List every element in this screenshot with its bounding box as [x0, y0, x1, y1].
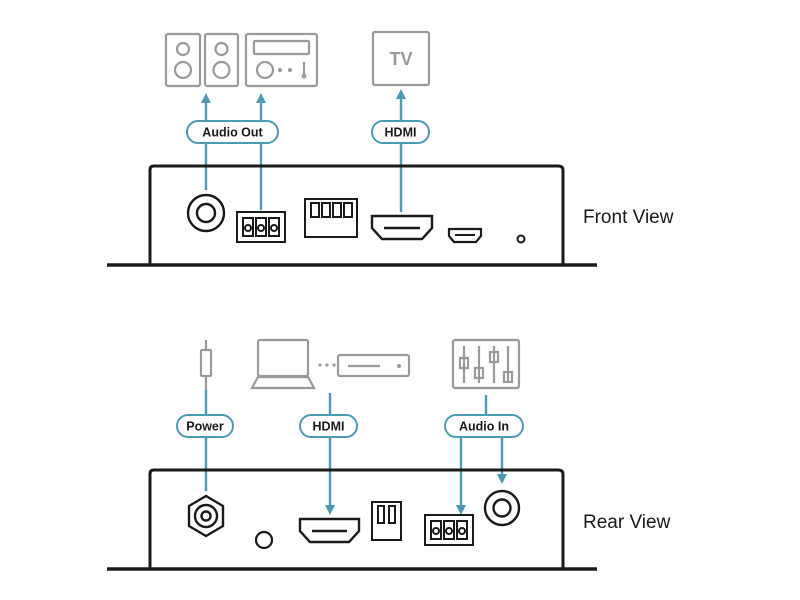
- svg-text:Power: Power: [186, 420, 224, 434]
- audio-in-label: Audio In: [444, 414, 524, 438]
- rear-view-title: Rear View: [583, 512, 671, 533]
- media-player-icon: [336, 353, 411, 378]
- tv-label: TV: [389, 49, 412, 69]
- svg-text:HDMI: HDMI: [385, 126, 417, 140]
- rear-terminal-block-port: [424, 514, 474, 546]
- front-led-indicator: [516, 234, 526, 244]
- front-connection-lines: [200, 88, 407, 212]
- rear-dip-switch: [371, 501, 402, 541]
- rear-device-box: [107, 468, 597, 571]
- front-terminal-block-port: [236, 211, 286, 243]
- audio-out-label: Audio Out: [186, 120, 279, 144]
- front-hdmi-port: [370, 214, 434, 241]
- front-view-section: TV Audio Out HDMI: [107, 30, 674, 267]
- connection-dots: [318, 363, 336, 367]
- audio-receiver-icon: [244, 32, 319, 88]
- tv-icon: TV: [371, 30, 431, 87]
- svg-text:HDMI: HDMI: [313, 420, 345, 434]
- front-hdmi-label: HDMI: [371, 120, 430, 144]
- rear-power-port: [187, 494, 225, 538]
- rear-view-section: Power HDMI Audio In: [107, 338, 671, 571]
- front-usb-port: [447, 227, 483, 244]
- front-device-box: [107, 164, 597, 267]
- rear-connection-lines: [204, 390, 508, 516]
- rear-audio-jack-port: [483, 489, 521, 527]
- front-view-title: Front View: [583, 207, 674, 228]
- front-audio-jack-port: [186, 193, 226, 233]
- rear-reset-button: [254, 530, 274, 550]
- power-plug-icon: [199, 340, 213, 390]
- rear-hdmi-port: [298, 517, 361, 544]
- rear-hdmi-label: HDMI: [299, 414, 358, 438]
- speakers-icon: [164, 32, 240, 88]
- audio-mixer-icon: [451, 338, 521, 390]
- svg-text:Audio In: Audio In: [459, 420, 509, 434]
- svg-text:Audio Out: Audio Out: [202, 126, 263, 140]
- power-label: Power: [176, 414, 234, 438]
- laptop-icon: [250, 338, 316, 390]
- front-rs232-port: [304, 198, 358, 238]
